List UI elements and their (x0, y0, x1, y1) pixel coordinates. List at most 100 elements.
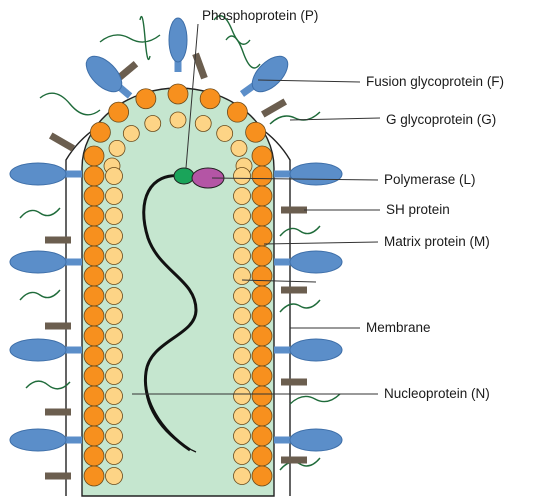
matrix-bead (234, 248, 251, 265)
matrix-bead (234, 328, 251, 345)
matrix-bead (234, 428, 251, 445)
matrix-bead (106, 188, 123, 205)
label-matrix-protein: Matrix protein (M) (384, 234, 490, 249)
matrix-bead (234, 288, 251, 305)
nucleoprotein-bead (252, 466, 272, 486)
nucleoprotein-bead (84, 226, 104, 246)
glycoprotein-head (10, 429, 66, 451)
matrix-bead (234, 188, 251, 205)
nucleoprotein-bead (252, 166, 272, 186)
matrix-bead (234, 408, 251, 425)
leader-line (264, 242, 378, 244)
nucleoprotein-bead (252, 366, 272, 386)
nucleoprotein-bead (252, 426, 272, 446)
g-glycoprotein-strand (280, 300, 320, 312)
g-glycoprotein-strand (226, 36, 260, 68)
sh-protein-bar (281, 457, 307, 464)
sh-protein-bar (281, 379, 307, 386)
glycoprotein-head (290, 339, 342, 361)
nucleoprotein-bead (84, 446, 104, 466)
glycoprotein-head (10, 339, 66, 361)
sh-protein-bar (281, 287, 307, 294)
nucleoprotein-bead (252, 226, 272, 246)
matrix-bead (234, 448, 251, 465)
nucleoprotein-bead (84, 406, 104, 426)
matrix-bead (234, 348, 251, 365)
label-nucleoprotein: Nucleoprotein (N) (384, 386, 490, 401)
label-fusion-glycoprotein: Fusion glycoprotein (F) (366, 74, 504, 89)
matrix-bead (106, 268, 123, 285)
nucleoprotein-bead (136, 89, 156, 109)
matrix-bead (106, 308, 123, 325)
nucleoprotein-bead (84, 466, 104, 486)
nucleoprotein-bead (90, 122, 110, 142)
matrix-bead (234, 368, 251, 385)
label-g-glycoprotein: G glycoprotein (G) (386, 112, 496, 127)
nucleoprotein-bead (252, 386, 272, 406)
matrix-bead (106, 288, 123, 305)
sh-protein-bar (49, 132, 75, 151)
fusion-glycoprotein (246, 50, 294, 98)
nucleoprotein-bead (84, 166, 104, 186)
matrix-bead (234, 388, 251, 405)
matrix-bead (234, 468, 251, 485)
phosphoprotein (174, 168, 194, 184)
nucleoprotein-bead (84, 146, 104, 166)
glycoprotein-head (290, 163, 342, 185)
nucleoprotein-bead (252, 146, 272, 166)
glycoprotein-head (10, 251, 66, 273)
nucleoprotein-bead (84, 206, 104, 226)
g-glycoprotein-strand (270, 112, 320, 124)
matrix-bead (195, 116, 211, 132)
nucleoprotein-bead (84, 306, 104, 326)
matrix-bead (106, 248, 123, 265)
label-polymerase: Polymerase (L) (384, 172, 476, 187)
sh-protein-bar (281, 207, 307, 214)
g-glycoprotein-strand (26, 381, 70, 389)
nucleoprotein-bead (246, 122, 266, 142)
g-glycoprotein-strand (20, 290, 60, 300)
nucleoprotein-bead (252, 286, 272, 306)
label-membrane: Membrane (366, 320, 431, 335)
nucleoprotein-bead (252, 266, 272, 286)
g-glycoprotein-strand (20, 208, 60, 218)
nucleoprotein-bead (109, 102, 129, 122)
matrix-bead (234, 228, 251, 245)
nucleoprotein-bead (252, 206, 272, 226)
nucleoprotein-bead (252, 246, 272, 266)
nucleoprotein-bead (84, 426, 104, 446)
diagram-back-layer (10, 16, 342, 496)
matrix-bead (145, 116, 161, 132)
matrix-bead (109, 140, 125, 156)
nucleoprotein-bead (252, 306, 272, 326)
matrix-bead (106, 388, 123, 405)
g-glycoprotein-strand (100, 35, 160, 42)
matrix-bead (123, 125, 139, 141)
leader-line (290, 118, 380, 120)
nucleoprotein-bead (84, 386, 104, 406)
sh-protein-bar (45, 473, 71, 480)
g-glycoprotein-strand (290, 394, 340, 404)
matrix-bead (234, 308, 251, 325)
nucleoprotein-bead (84, 266, 104, 286)
matrix-bead (106, 368, 123, 385)
nucleoprotein-bead (252, 406, 272, 426)
sh-protein-bar (261, 98, 287, 117)
g-glycoprotein-strand (140, 17, 150, 60)
g-glycoprotein-strand (40, 93, 100, 115)
matrix-bead (106, 228, 123, 245)
nucleoprotein-bead (252, 186, 272, 206)
matrix-bead (217, 125, 233, 141)
fusion-glycoprotein (169, 18, 187, 62)
label-phosphoprotein: Phosphoprotein (P) (202, 8, 318, 23)
nucleoprotein-bead (252, 346, 272, 366)
nucleoprotein-bead (200, 89, 220, 109)
nucleoprotein-bead (252, 446, 272, 466)
nucleoprotein-bead (227, 102, 247, 122)
sh-protein-bar (45, 323, 71, 330)
matrix-bead (106, 448, 123, 465)
matrix-bead (106, 408, 123, 425)
nucleoprotein-bead (168, 84, 188, 104)
matrix-bead (106, 168, 123, 185)
